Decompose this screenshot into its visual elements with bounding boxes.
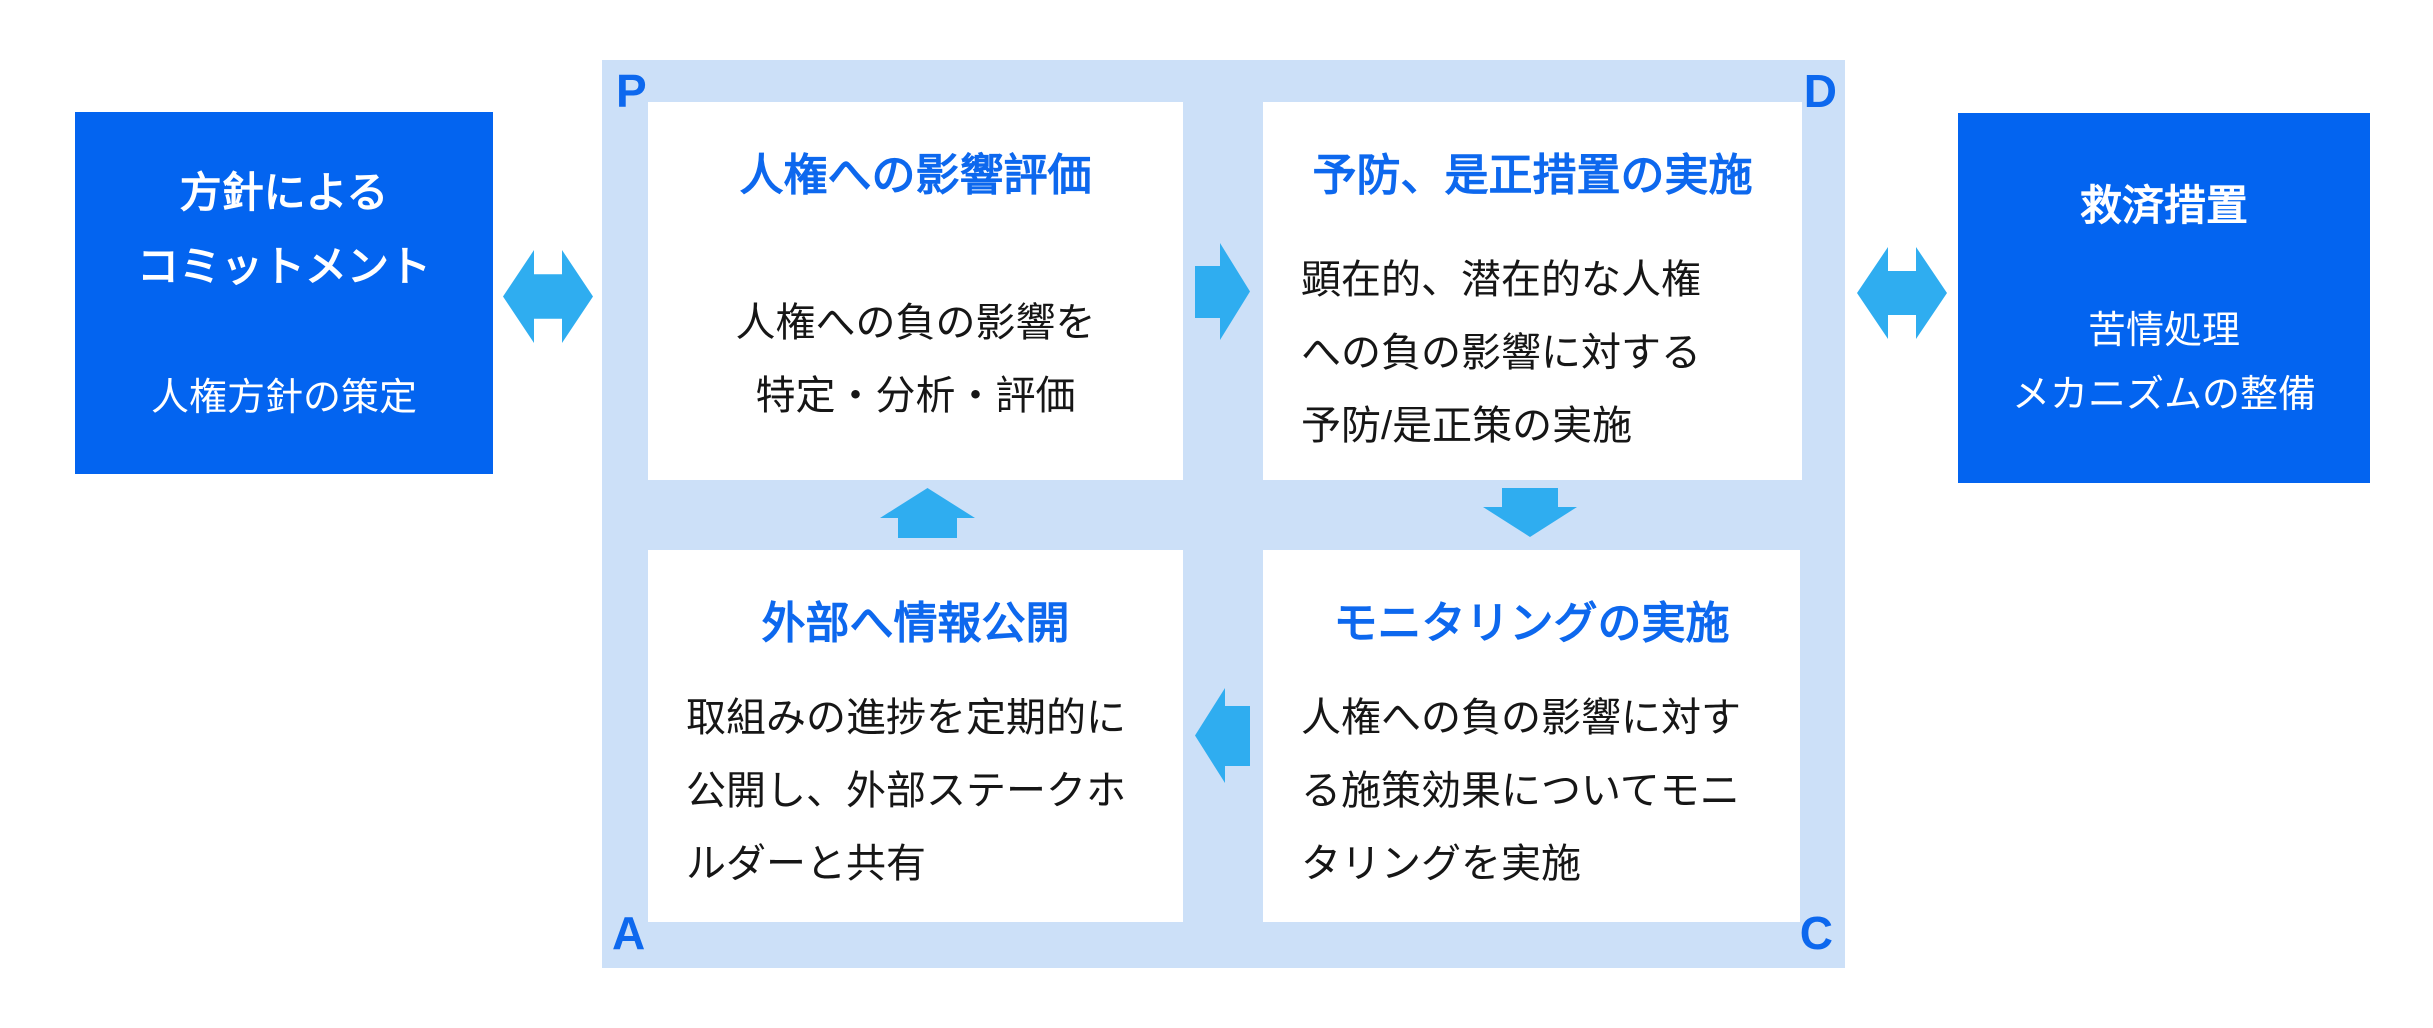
prevention-correction-body-line3: 予防/是正策の実施: [1301, 404, 1633, 448]
monitoring-body: 人権への負の影響に対す る施策効果についてモニ タリングを実施: [1301, 682, 1741, 901]
pdca-label-plan: P: [616, 65, 647, 117]
remedy-measures-subtitle-line1: 苦情処理: [2087, 310, 2240, 352]
prevention-correction-body: 顕在的、潜在的な人権 への負の影響に対する 予防/是正策の実施: [1301, 244, 1701, 463]
pdca-cycle-panel: P D A C 人権への影響評価 人権への負の影響を 特定・分析・評価 予防、是…: [602, 60, 1845, 968]
information-disclosure-title: 外部へ情報公開: [761, 599, 1070, 648]
policy-commitment-box: 方針による コミットメント 人権方針の策定: [75, 112, 493, 474]
pdca-step-prevention-correction: 予防、是正措置の実施 顕在的、潜在的な人権 への負の影響に対する 予防/是正策の…: [1263, 102, 1802, 480]
arrow-down-icon: [1483, 488, 1577, 537]
impact-assessment-body-line2: 特定・分析・評価: [755, 374, 1076, 418]
information-disclosure-body-line2: 公開し、外部ステークホ: [686, 769, 1126, 813]
pdca-label-act: A: [612, 907, 646, 959]
policy-commitment-subtitle: 人権方針の策定: [150, 377, 417, 419]
policy-commitment-title-line1: 方針による: [179, 169, 389, 216]
prevention-correction-body-line2: への負の影響に対する: [1301, 331, 1701, 375]
pdca-step-information-disclosure: 外部へ情報公開 取組みの進捗を定期的に 公開し、外部ステークホ ルダーと共有: [648, 550, 1183, 922]
information-disclosure-body-line1: 取組みの進捗を定期的に: [686, 696, 1126, 740]
monitoring-body-line3: タリングを実施: [1301, 842, 1581, 886]
monitoring-body-line1: 人権への負の影響に対す: [1301, 696, 1741, 740]
policy-commitment-title: 方針による コミットメント: [137, 156, 431, 304]
bidirectional-arrow-icon-right: [1857, 243, 1947, 343]
information-disclosure-body: 取組みの進捗を定期的に 公開し、外部ステークホ ルダーと共有: [686, 682, 1126, 901]
impact-assessment-title: 人権への影響評価: [739, 151, 1092, 200]
information-disclosure-body-line3: ルダーと共有: [686, 842, 926, 886]
pdca-step-monitoring: モニタリングの実施 人権への負の影響に対す る施策効果についてモニ タリングを実…: [1263, 550, 1800, 922]
prevention-correction-title: 予防、是正措置の実施: [1312, 151, 1753, 200]
arrow-right-icon: [1195, 243, 1250, 340]
remedy-measures-subtitle: 苦情処理 メカニズムの整備: [2012, 299, 2316, 427]
monitoring-title: モニタリングの実施: [1333, 599, 1730, 648]
impact-assessment-body-line1: 人権への負の影響を: [735, 301, 1096, 345]
pdca-label-check: C: [1799, 907, 1833, 959]
pdca-step-impact-assessment: 人権への影響評価 人権への負の影響を 特定・分析・評価: [648, 102, 1183, 480]
policy-commitment-title-line2: コミットメント: [136, 243, 431, 290]
arrow-left-icon: [1195, 688, 1250, 783]
remedy-measures-title: 救済措置: [2079, 182, 2248, 229]
remedy-measures-subtitle-line2: メカニズムの整備: [2011, 374, 2316, 416]
impact-assessment-body: 人権への負の影響を 特定・分析・評価: [648, 287, 1183, 433]
pdca-label-do: D: [1803, 65, 1837, 117]
monitoring-body-line2: る施策効果についてモニ: [1301, 769, 1740, 813]
bidirectional-arrow-icon-left: [503, 246, 593, 347]
prevention-correction-body-line1: 顕在的、潜在的な人権: [1301, 258, 1701, 302]
remedy-measures-box: 救済措置 苦情処理 メカニズムの整備: [1958, 113, 2370, 483]
arrow-up-icon: [880, 488, 975, 538]
